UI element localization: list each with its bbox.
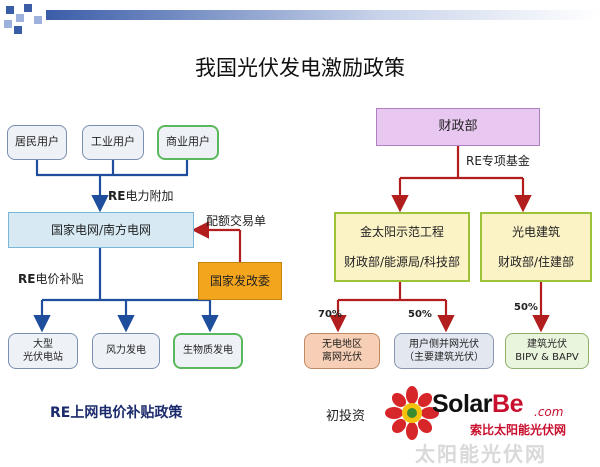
logo-word-solar: Solar — [432, 390, 493, 418]
pv-building-box: 光电建筑 财政部/住建部 — [480, 212, 592, 282]
bipv-box: 建筑光伏 BIPV & BAPV — [505, 333, 589, 369]
plant-box-wind: 风力发电 — [92, 333, 160, 369]
left-caption: RE上网电价补贴政策 — [50, 402, 182, 422]
header-bar — [46, 10, 600, 20]
userside-box: 用户侧并网光伏 （主要建筑光伏） — [394, 333, 494, 369]
logo-domain: .com — [534, 405, 564, 419]
user-box-industrial: 工业用户 — [82, 125, 144, 160]
logo-wordmark: SolarBe — [432, 390, 523, 419]
deco-square — [4, 20, 12, 28]
plant-box-large-pv: 大型 光伏电站 — [8, 333, 78, 369]
ndrc-box: 国家发改委 — [198, 262, 282, 300]
deco-square — [34, 16, 42, 24]
left-caption-text: 上网电价补贴政策 — [70, 405, 183, 421]
pv-building-depts: 财政部/住建部 — [497, 255, 575, 269]
re-prefix: RE — [108, 189, 126, 203]
offgrid-box: 无电地区 离网光伏 — [304, 333, 380, 369]
fund-label-right: RE专项基金 — [466, 154, 530, 168]
user-box-residential: 居民用户 — [7, 125, 67, 160]
deco-square — [24, 4, 32, 12]
deco-square — [14, 26, 22, 34]
header-decoration — [0, 0, 600, 40]
golden-sun-box: 金太阳示范工程 财政部/能源局/科技部 — [334, 212, 470, 282]
user-box-commercial: 商业用户 — [157, 125, 219, 160]
fund-label-left: RE电力附加 — [108, 187, 173, 204]
page-title: 我国光伏发电激励政策 — [195, 56, 405, 80]
deco-square — [16, 14, 24, 22]
pct-offgrid: 70% — [318, 309, 342, 320]
ministry-to-programs-arrow — [391, 146, 532, 213]
logo-word-be: Be — [492, 390, 523, 418]
golden-sun-depts: 财政部/能源局/科技部 — [343, 255, 461, 269]
grid-company-box: 国家电网/南方电网 — [8, 212, 194, 248]
logo-ghost-text: 太阳能光伏网 — [415, 442, 547, 466]
logo-chinese-name: 索比太阳能光伏网 — [470, 423, 567, 437]
subsidy-label: RE电价补贴 — [18, 270, 83, 287]
subsidy-label-text: 电价补贴 — [35, 272, 84, 286]
ndrc-to-grid-arrow — [191, 221, 242, 262]
ministry-box: 财政部 — [376, 108, 540, 146]
pct-userside: 50% — [408, 309, 432, 320]
right-caption: 初投资 — [326, 409, 366, 424]
deco-square — [6, 6, 14, 14]
re-prefix: RE — [50, 405, 71, 421]
grid-to-plants-arrow — [33, 248, 219, 333]
golden-sun-title: 金太阳示范工程 — [359, 224, 444, 239]
fund-label-text: 电力附加 — [125, 189, 174, 203]
solarbe-logo — [382, 383, 600, 463]
quota-label: 配额交易单 — [206, 214, 267, 228]
golden-sun-to-subsidies-arrow — [329, 282, 455, 333]
user-to-grid-arrow — [35, 160, 189, 213]
plant-box-biomass: 生物质发电 — [173, 333, 243, 369]
re-prefix: RE — [18, 272, 36, 286]
pv-building-title: 光电建筑 — [511, 224, 560, 239]
pct-bipv: 50% — [514, 302, 538, 313]
sun-flower-icon — [385, 386, 439, 440]
